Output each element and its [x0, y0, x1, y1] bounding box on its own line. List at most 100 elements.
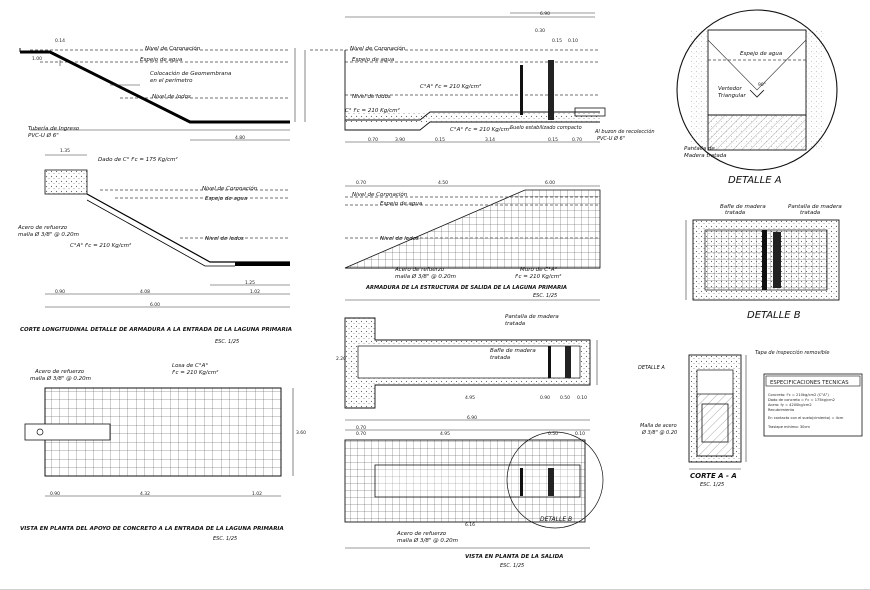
dim-plan-out-e: 0.10 — [577, 395, 587, 401]
label-plan-acero: Acero de refuerzo — [34, 369, 85, 375]
label-plan-pantalla-2: tratada — [505, 321, 526, 327]
label-dado: Dado de C° f'c = 175 Kg/cm² — [98, 156, 178, 163]
dim-structure-c: 6.00 — [545, 180, 555, 186]
label-plan-losa: Losa de C°A° — [172, 363, 208, 369]
caption-outlet-structure: ARMADURA DE LA ESTRUCTURA DE SALIDA DE L… — [365, 285, 567, 291]
label-outlet-espejo: Espejo de agua — [352, 57, 395, 63]
label-detalle-b-pantalla-2: tratada — [800, 210, 821, 216]
label-plan-bafle: Bafle de madera — [490, 348, 536, 354]
dim-plan-out-h: 2.20 — [336, 356, 346, 362]
dim-plan-out-total: 6.90 — [467, 415, 477, 421]
specs-box: ESPECIFICACIONES TECNICAS Concreto: f'c … — [763, 373, 863, 437]
dim-plan-c: 1.02 — [252, 491, 262, 497]
dim-outlet-b1: 0.70 — [368, 137, 378, 143]
label-outlet-coronacion: Nivel de Coronación — [350, 45, 406, 52]
label-detalle-b-bafle-2: tratada — [725, 210, 746, 216]
label-detalle-a-vertedor: Vertedor — [718, 86, 742, 92]
caption-entrance-detail: CORTE LONGITUDINAL DETALLE DE ARMADURA A… — [20, 327, 292, 333]
detalle-b: Bafle de madera tratada Pantalla de made… — [685, 204, 842, 321]
label-espejo-agua: Espejo de agua — [140, 57, 183, 63]
label-plan-out-detalle-b: DETALLE B — [540, 516, 572, 523]
dim-outlet-d2: 0.15 — [552, 38, 562, 44]
caption-plan-outlet: VISTA EN PLANTA DE LA SALIDA — [465, 554, 563, 560]
dim-outlet-b2: 3.90 — [395, 137, 405, 143]
specs-line-4: Recubrimiento — [768, 408, 794, 412]
label-detalle-b-bafle: Bafle de madera — [720, 204, 766, 210]
label-plan-losa-spec: f'c = 210 Kg/cm² — [172, 369, 219, 376]
dim-plan-bottom-a: 0.70 — [356, 431, 366, 437]
label-corte-malla-spec: Ø 3/8" @ 0.20 — [641, 429, 677, 436]
dim-plan-out-b: 4.95 — [465, 395, 475, 401]
label-outlet-lodos: Nivel de lodos — [352, 94, 391, 100]
label-structure-acero: Acero de refuerzo — [394, 267, 445, 273]
specs-line-2: Dado de concreto = f'c = 175kg/cm2 — [768, 398, 835, 402]
dim-entrance-top: 1.35 — [60, 148, 70, 154]
label-detalle-a-triangular: Triangular — [718, 93, 746, 99]
label-detalle-a-angle: 90° — [758, 82, 766, 88]
caption-plan-entrance: VISTA EN PLANTA DEL APOYO DE CONCRETO A … — [20, 526, 284, 532]
dim-entrance-total: 6.00 — [150, 302, 160, 308]
label-tuberia-spec: PVC-U Ø 6" — [28, 132, 59, 139]
label-nivel-lodos: Nivel de lodos — [152, 94, 191, 100]
plan-outlet-bottom: Acero de refuerzo malla Ø 3/8" @ 0.20m D… — [344, 431, 604, 569]
label-entrance-concrete: C°A° f'c = 210 Kg/cm² — [70, 242, 132, 249]
dim-outlet-b3: 0.15 — [435, 137, 445, 143]
label-entrance-espejo: Espejo de agua — [205, 196, 248, 202]
plan-entrance: Acero de refuerzo malla Ø 3/8" @ 0.20m L… — [20, 363, 306, 542]
dim-bottom: 4.80 — [235, 135, 245, 141]
dim-entrance-d4: 1.25 — [245, 280, 255, 286]
outlet-structure: Nivel de Coronación Espejo de agua Nivel… — [344, 180, 601, 301]
scale-outlet-structure: ESC. 1/25 — [533, 293, 557, 299]
dim-plan-out-a: 0.70 — [356, 425, 366, 431]
dim-outlet-d1: 0.30 — [535, 28, 545, 34]
title-detalle-b: DETALLE B — [747, 310, 801, 321]
label-outlet-concrete-bottom: C°A° f'c = 210 Kg/cm² — [450, 126, 512, 133]
label-tuberia: Tubería de Ingreso — [28, 125, 80, 132]
label-al-buzon: Al buzon de recolección — [594, 128, 655, 135]
label-structure-acero-spec: malla Ø 3/8" @ 0.20m — [395, 273, 456, 280]
dim-outlet-top: 6.90 — [540, 11, 550, 17]
label-plan-acero-spec: malla Ø 3/8" @ 0.20m — [30, 375, 91, 382]
dim-structure-a: 0.70 — [356, 180, 366, 186]
label-plan-bafle-2: tratada — [490, 355, 511, 361]
detalle-a: Espejo de agua Vertedor Triangular 90° P… — [676, 9, 838, 186]
longitudinal-section: Nivel de Coronación Espejo de agua Coloc… — [19, 38, 296, 141]
specs-line-1: Concreto: f'c = 210kg/cm2 (C°A°) — [768, 393, 829, 397]
label-outlet-slab: C° f'c = 210 Kg/cm² — [345, 107, 400, 114]
label-detalle-a-pantalla-2: Madera tratada — [684, 153, 727, 159]
title-corte-aa: CORTE A - A — [690, 472, 737, 480]
label-structure-coronacion: Nivel de Coronación — [352, 191, 408, 198]
dim-plan-bottom-b: 4.95 — [440, 431, 450, 437]
label-perimetro: en el perímetro — [150, 77, 193, 84]
label-detalle-a-pantalla: Pantalla de — [684, 146, 715, 152]
plan-outlet-top: Pantalla de madera tratada Bafle de made… — [336, 314, 598, 431]
dim-plan-a: 0.90 — [50, 491, 60, 497]
label-entrance-coronacion: Nivel de Coronación — [202, 185, 258, 192]
dim-plan-bottom-c: 0.50 — [548, 431, 558, 437]
dim-plan-out-c: 0.90 — [540, 395, 550, 401]
label-entrance-lodos: Nivel de lodos — [205, 236, 244, 242]
outlet-section: Nivel de Coronación Espejo de agua Nivel… — [304, 11, 655, 143]
label-suelo: Suelo estabilizado compacto — [510, 125, 582, 131]
dim-structure-b: 4.50 — [438, 180, 448, 186]
dim-entrance-d3: 1.02 — [250, 289, 260, 295]
label-detalle-a-espejo: Espejo de agua — [740, 51, 783, 57]
specs-title: ESPECIFICACIONES TECNICAS — [770, 380, 849, 386]
label-plan-pantalla: Pantalla de madera — [505, 314, 559, 320]
dim-outlet-b6: 0.70 — [572, 137, 582, 143]
label-structure-lodos: Nivel de lodos — [380, 236, 419, 242]
dim-left: 1.00 — [32, 56, 42, 62]
dim-entrance-d1: 0.90 — [55, 289, 65, 295]
dim-outlet-b4: 3.14 — [485, 137, 495, 143]
entrance-detail: Tubería de Ingreso PVC-U Ø 6" Dado de C°… — [17, 125, 292, 345]
dim-outlet-b5: 0.15 — [548, 137, 558, 143]
label-corte-detalle-a: DETALLE A — [638, 365, 665, 371]
label-structure-espejo: Espejo de agua — [380, 201, 423, 207]
dim-plan-out-d: 0.50 — [560, 395, 570, 401]
dim-entrance-d2: 4.08 — [140, 289, 150, 295]
scale-plan-outlet: ESC. 1/25 — [500, 563, 524, 569]
label-entrance-acero: Acero de refuerzo — [17, 225, 68, 231]
label-outlet-concrete-top: C°A° f'c = 210 Kg/cm² — [420, 83, 482, 90]
label-corte-tapa: Tapa de inspección removible — [755, 349, 829, 356]
